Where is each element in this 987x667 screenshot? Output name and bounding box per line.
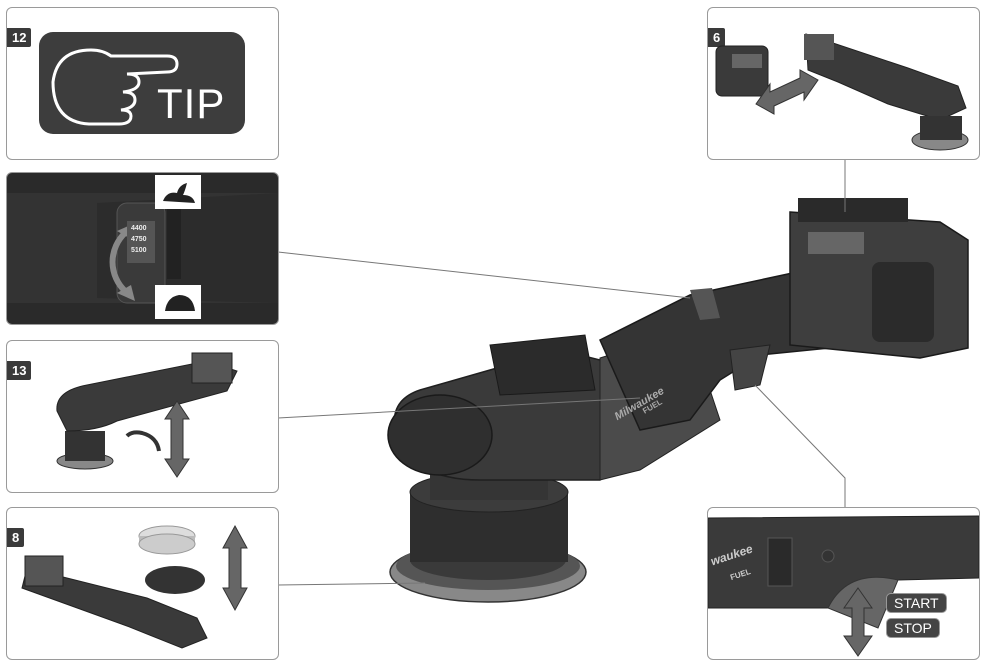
panel-number: 8 — [7, 528, 25, 547]
tip-badge: TIP — [39, 32, 245, 134]
tip-text: TIP — [157, 80, 226, 127]
panel-switch: 10 waukee FUEL START STOP — [707, 507, 980, 660]
speed-value: 4750 — [131, 236, 147, 243]
pad-attach-illustration — [21, 524, 248, 649]
speed-dial-illustration — [7, 175, 278, 319]
panel-pad-attach: 8 — [6, 507, 279, 660]
panel-tip: 12 TIP — [6, 7, 279, 160]
stop-label: STOP — [886, 618, 940, 638]
double-arrow-icon — [755, 69, 819, 115]
pointing-hand-icon — [51, 48, 179, 126]
battery-illustration — [715, 33, 969, 151]
start-label: START — [886, 593, 947, 613]
panel-number: 12 — [7, 28, 32, 47]
speed-value: 5100 — [131, 247, 147, 254]
switch-illustration — [708, 515, 979, 657]
panel-battery: 6 — [707, 7, 980, 160]
panel-speed-dial: 11 4400 4750 5100 — [6, 172, 279, 325]
panel-number: 6 — [708, 28, 726, 47]
rabbit-icon — [163, 183, 195, 203]
turtle-icon — [165, 295, 195, 311]
pad-change-illustration — [56, 352, 238, 478]
speed-value: 4400 — [131, 225, 147, 232]
panel-number: 13 — [7, 361, 32, 380]
panel-pad-change: 13 — [6, 340, 279, 493]
